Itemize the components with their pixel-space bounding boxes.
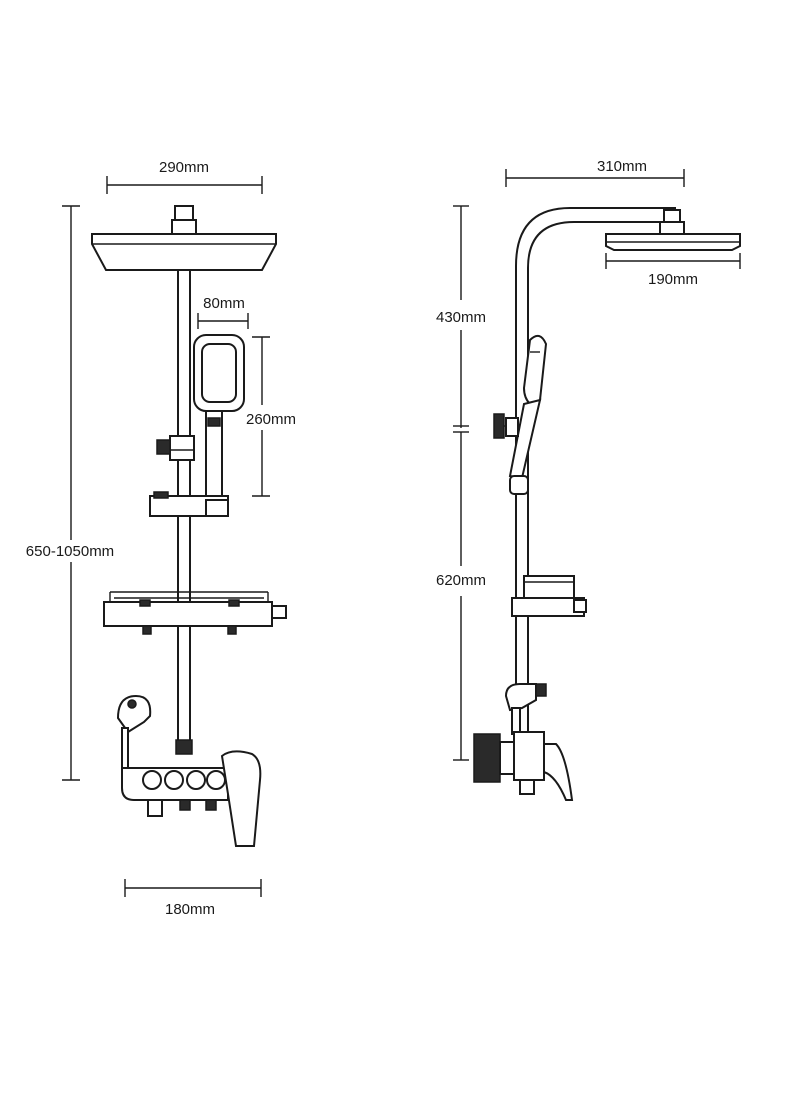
- side-rain-head: [605, 233, 741, 251]
- front-mixing-valve: [121, 750, 262, 847]
- dim-head-width: 290mm: [106, 159, 263, 194]
- side-handheld-shower: [508, 334, 548, 480]
- dim-handheld-height: 260mm: [246, 336, 296, 497]
- front-rain-head: [91, 233, 277, 271]
- dim-lower-height: 620mm: [436, 431, 486, 761]
- valve-width-label: 180mm: [165, 901, 215, 918]
- side-riser-knob: [493, 413, 519, 439]
- dim-total-height: 650-1050mm: [26, 205, 114, 781]
- lower-height-label: 620mm: [436, 572, 486, 589]
- front-riser-knob: [156, 435, 195, 461]
- dim-valve-width: 180mm: [124, 879, 262, 918]
- handheld-width-label: 80mm: [203, 295, 245, 312]
- head-width-label: 290mm: [159, 159, 209, 176]
- arm-length-label: 310mm: [597, 158, 647, 175]
- upper-height-label: 430mm: [436, 309, 486, 326]
- head-depth-label: 190mm: [648, 271, 698, 288]
- side-head-connector: [659, 209, 685, 235]
- side-bidet-sprayer: [504, 683, 547, 735]
- side-slider: [509, 475, 529, 495]
- side-mixing-valve: [473, 731, 574, 801]
- front-valve-connector: [175, 739, 193, 755]
- dim-head-depth: 190mm: [605, 253, 741, 288]
- total-height-label: 650-1050mm: [26, 543, 114, 560]
- handheld-height-label: 260mm: [246, 411, 296, 428]
- side-riser-arm: [515, 207, 676, 732]
- front-slide-holder: [149, 491, 229, 517]
- front-handheld-shower: [193, 334, 245, 504]
- dim-arm-length: 310mm: [505, 158, 685, 187]
- front-shelf: [103, 591, 287, 635]
- side-shelf: [511, 575, 587, 617]
- dim-upper-height: 430mm: [436, 205, 486, 428]
- dim-handheld-width: 80mm: [197, 295, 249, 329]
- front-head-connector: [171, 205, 197, 235]
- front-bidet-sprayer: [116, 694, 152, 769]
- side-view: 310mm 430mm 620mm: [436, 158, 741, 801]
- front-view: 290mm 650-1050mm: [26, 159, 296, 918]
